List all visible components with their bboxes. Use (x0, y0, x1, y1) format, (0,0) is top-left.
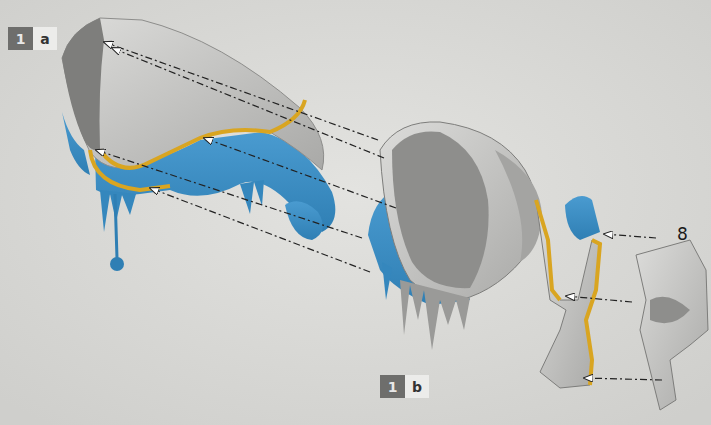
leader-arrows (96, 42, 662, 380)
badge-text: b (412, 379, 422, 395)
suture-outline (100, 100, 305, 168)
bone-texture (650, 297, 690, 324)
spikes (400, 280, 470, 350)
leader-arrow (566, 296, 632, 302)
badge-text: 1 (388, 379, 398, 395)
blue-region (62, 112, 90, 175)
fragment-small (536, 196, 600, 388)
leader-arrow (104, 42, 378, 140)
leader-arrow (96, 150, 362, 238)
blue-region (565, 196, 600, 240)
label-badge: b (405, 375, 429, 398)
spikes (382, 262, 392, 300)
label-badge: 1 (380, 375, 405, 398)
stalk (115, 194, 117, 258)
bone-region (62, 18, 324, 170)
suture-outline (536, 200, 600, 385)
badge-text: a (40, 31, 49, 47)
cut-face (392, 131, 489, 288)
badge-text: 1 (16, 31, 26, 47)
leader-arrow (150, 188, 370, 272)
leader-arrow (204, 138, 396, 208)
stalk-ball (110, 257, 124, 271)
label-badge: 1 (8, 27, 33, 50)
callout-number: 8 (677, 224, 688, 244)
bone-edge (495, 150, 542, 262)
leader-arrow (604, 234, 656, 238)
bone-region (380, 122, 538, 300)
spikes (100, 180, 264, 232)
label-badge: a (33, 27, 57, 50)
fragment-1a (62, 18, 335, 271)
bone-region (536, 200, 600, 388)
blue-lobe (285, 201, 323, 240)
bone-region (636, 240, 708, 410)
leader-arrow (112, 48, 384, 158)
leader-arrow (584, 378, 662, 380)
fragment-8 (636, 240, 708, 410)
fragment-1b (368, 122, 542, 350)
